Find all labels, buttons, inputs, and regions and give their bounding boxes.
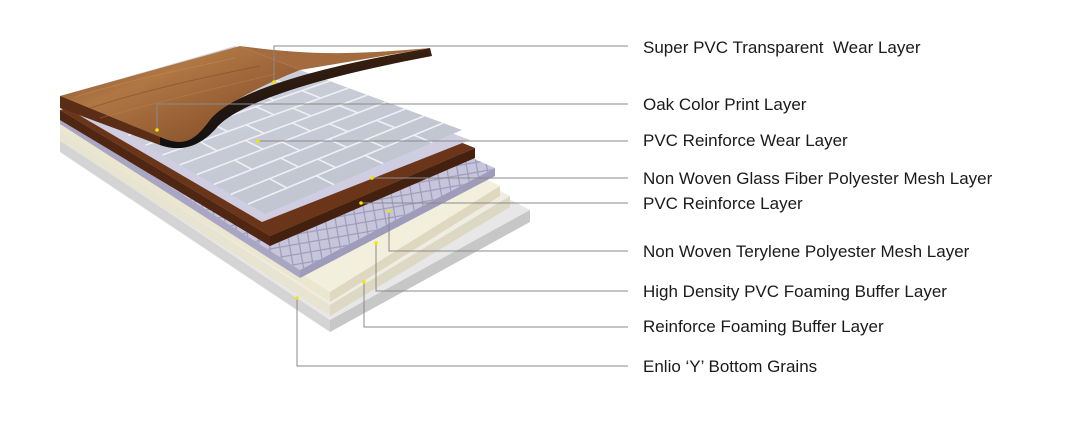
- leader-lines: [156, 45, 628, 367]
- leader-line-oak: [156, 103, 628, 130]
- leader-line-terylene: [388, 211, 628, 252]
- plank-joint: [291, 122, 311, 132]
- label-pvc-reinforce-layer: PVC Reinforce Layer: [643, 194, 803, 213]
- plank-seam: [179, 94, 368, 166]
- marker-dot: [155, 128, 159, 132]
- plank-joint: [292, 107, 312, 117]
- plank-joint: [280, 157, 299, 168]
- marker-dot: [295, 296, 299, 300]
- plank-joint: [199, 140, 218, 152]
- leader-line-reinforce-foam: [363, 282, 628, 328]
- marker-dot: [359, 201, 363, 205]
- plank-joint: [244, 139, 264, 150]
- plank-joint: [317, 158, 337, 169]
- oak-print-layer: [60, 46, 432, 149]
- plank-seam: [247, 122, 444, 205]
- label-reinforce-foaming-buffer: Reinforce Foaming Buffer Layer: [643, 317, 884, 336]
- label-oak-color-print-layer: Oak Color Print Layer: [643, 95, 807, 114]
- plank-joint: [338, 104, 359, 114]
- label-bottom-grains: Enlio ‘Y’ Bottom Grains: [643, 357, 818, 376]
- plank-joint: [329, 123, 349, 133]
- plank-joint: [269, 177, 288, 189]
- plank-seam: [213, 108, 406, 186]
- label-terylene-mesh-layer: Non Woven Terylene Polyester Mesh Layer: [643, 242, 970, 261]
- plank-joint: [234, 159, 253, 171]
- leader-line-high-density: [375, 243, 628, 292]
- leader-line-bottom: [296, 298, 628, 367]
- plank-joint: [315, 175, 335, 186]
- marker-dot: [256, 139, 260, 143]
- label-high-density-foaming-buffer: High Density PVC Foaming Buffer Layer: [643, 282, 947, 301]
- plank-joint: [255, 105, 275, 116]
- marker-dot: [374, 241, 378, 245]
- label-super-pvc-wear-layer: Super PVC Transparent Wear Layer: [643, 38, 921, 57]
- marker-dot: [370, 176, 374, 180]
- marker-dots: [155, 80, 391, 300]
- plank-joint: [281, 141, 301, 152]
- marker-dot: [362, 280, 366, 284]
- plank-joint: [245, 124, 265, 135]
- leader-line-wear: [273, 45, 628, 82]
- plank-seam: [196, 101, 387, 176]
- label-pvc-reinforce-wear-layer: PVC Reinforce Wear Layer: [643, 131, 848, 150]
- marker-dot: [387, 209, 391, 213]
- plank-joint: [376, 119, 396, 129]
- marker-dot: [272, 80, 276, 84]
- plank-seam: [230, 115, 425, 196]
- plank-joint: [364, 154, 384, 165]
- plank-joint: [301, 89, 321, 99]
- label-glass-fiber-mesh-layer: Non Woven Glass Fiber Polyester Mesh Lay…: [643, 169, 993, 188]
